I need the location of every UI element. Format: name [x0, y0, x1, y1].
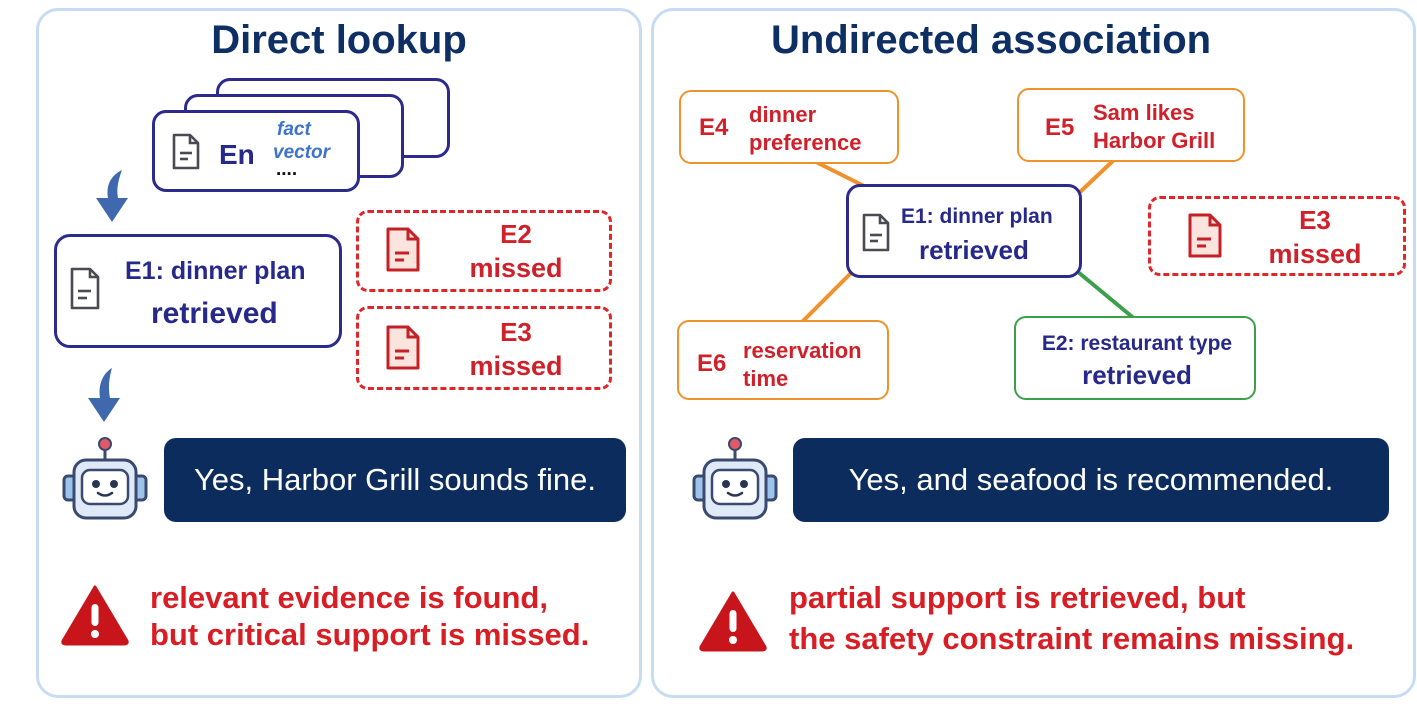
e6-evidence-box: E6 reservation time [677, 320, 889, 400]
response-bubble-right: Yes, and seafood is recommended. [793, 438, 1389, 522]
e1-status: retrieved [151, 297, 278, 330]
e4-line2: preference [749, 130, 862, 155]
warning-line-1: relevant evidence is found, [150, 580, 548, 615]
e5-evidence-box: E5 Sam likes Harbor Grill [1017, 88, 1245, 162]
e6-line2: time [743, 366, 789, 391]
vector-label: vector [273, 142, 331, 163]
e5-line2: Harbor Grill [1093, 128, 1216, 153]
e1-central-status: retrieved [919, 235, 1029, 265]
e6-line1: reservation [743, 338, 862, 363]
warning-line-2: but critical support is missed. [150, 617, 590, 652]
document-icon [386, 325, 420, 370]
e2-status: missed [469, 253, 563, 283]
response-bubble-left: Yes, Harbor Grill sounds fine. [164, 438, 626, 522]
document-icon [172, 133, 200, 170]
warning-line-1-right: partial support is retrieved, but [789, 580, 1246, 615]
stack-card-front: En fact vector .... [152, 110, 360, 192]
arrow-down-icon [88, 368, 120, 422]
e4-line1: dinner [749, 102, 817, 127]
robot-icon [692, 437, 778, 520]
arrow-down-icon [96, 170, 128, 222]
document-icon [862, 213, 890, 252]
e3-right-status: missed [1268, 239, 1362, 269]
e4-id: E4 [699, 114, 729, 141]
e3-right-id: E3 [1299, 205, 1331, 235]
warning-icon [61, 585, 129, 646]
e2-id: E2 [500, 219, 532, 249]
e4-evidence-box: E4 dinner preference [679, 90, 899, 164]
e5-line1: Sam likes [1093, 100, 1195, 125]
e2-evidence-box-right: E2: restaurant type retrieved [1014, 316, 1256, 400]
direct-lookup-title: Direct lookup [211, 18, 467, 62]
robot-icon [62, 437, 148, 520]
e5-id: E5 [1045, 114, 1075, 141]
e3-id: E3 [500, 317, 532, 347]
e1-central-box: E1: dinner plan retrieved [846, 184, 1082, 278]
e2-right-title: E2: restaurant type [1041, 332, 1233, 355]
e3-missed-box: E3 missed [356, 306, 612, 390]
warning-icon [699, 591, 767, 652]
e3-missed-box-right: E3 missed [1148, 196, 1406, 276]
document-icon [386, 227, 420, 272]
e1-title: E1: dinner plan [125, 257, 306, 285]
document-icon [1188, 213, 1222, 258]
document-icon [70, 267, 100, 310]
warning-line-2-right: the safety constraint remains missing. [789, 621, 1355, 656]
fact-label: fact [277, 119, 311, 140]
e2-right-status: retrieved [1082, 360, 1192, 390]
e3-status: missed [469, 351, 563, 381]
stack-card-label: En [219, 139, 255, 170]
e6-id: E6 [697, 350, 727, 377]
e1-evidence-box: E1: dinner plan retrieved [54, 234, 342, 348]
ellipsis: .... [276, 159, 298, 180]
e1-central-title: E1: dinner plan [901, 205, 1053, 228]
undirected-association-title: Undirected association [770, 18, 1212, 62]
e2-missed-box: E2 missed [356, 210, 612, 292]
